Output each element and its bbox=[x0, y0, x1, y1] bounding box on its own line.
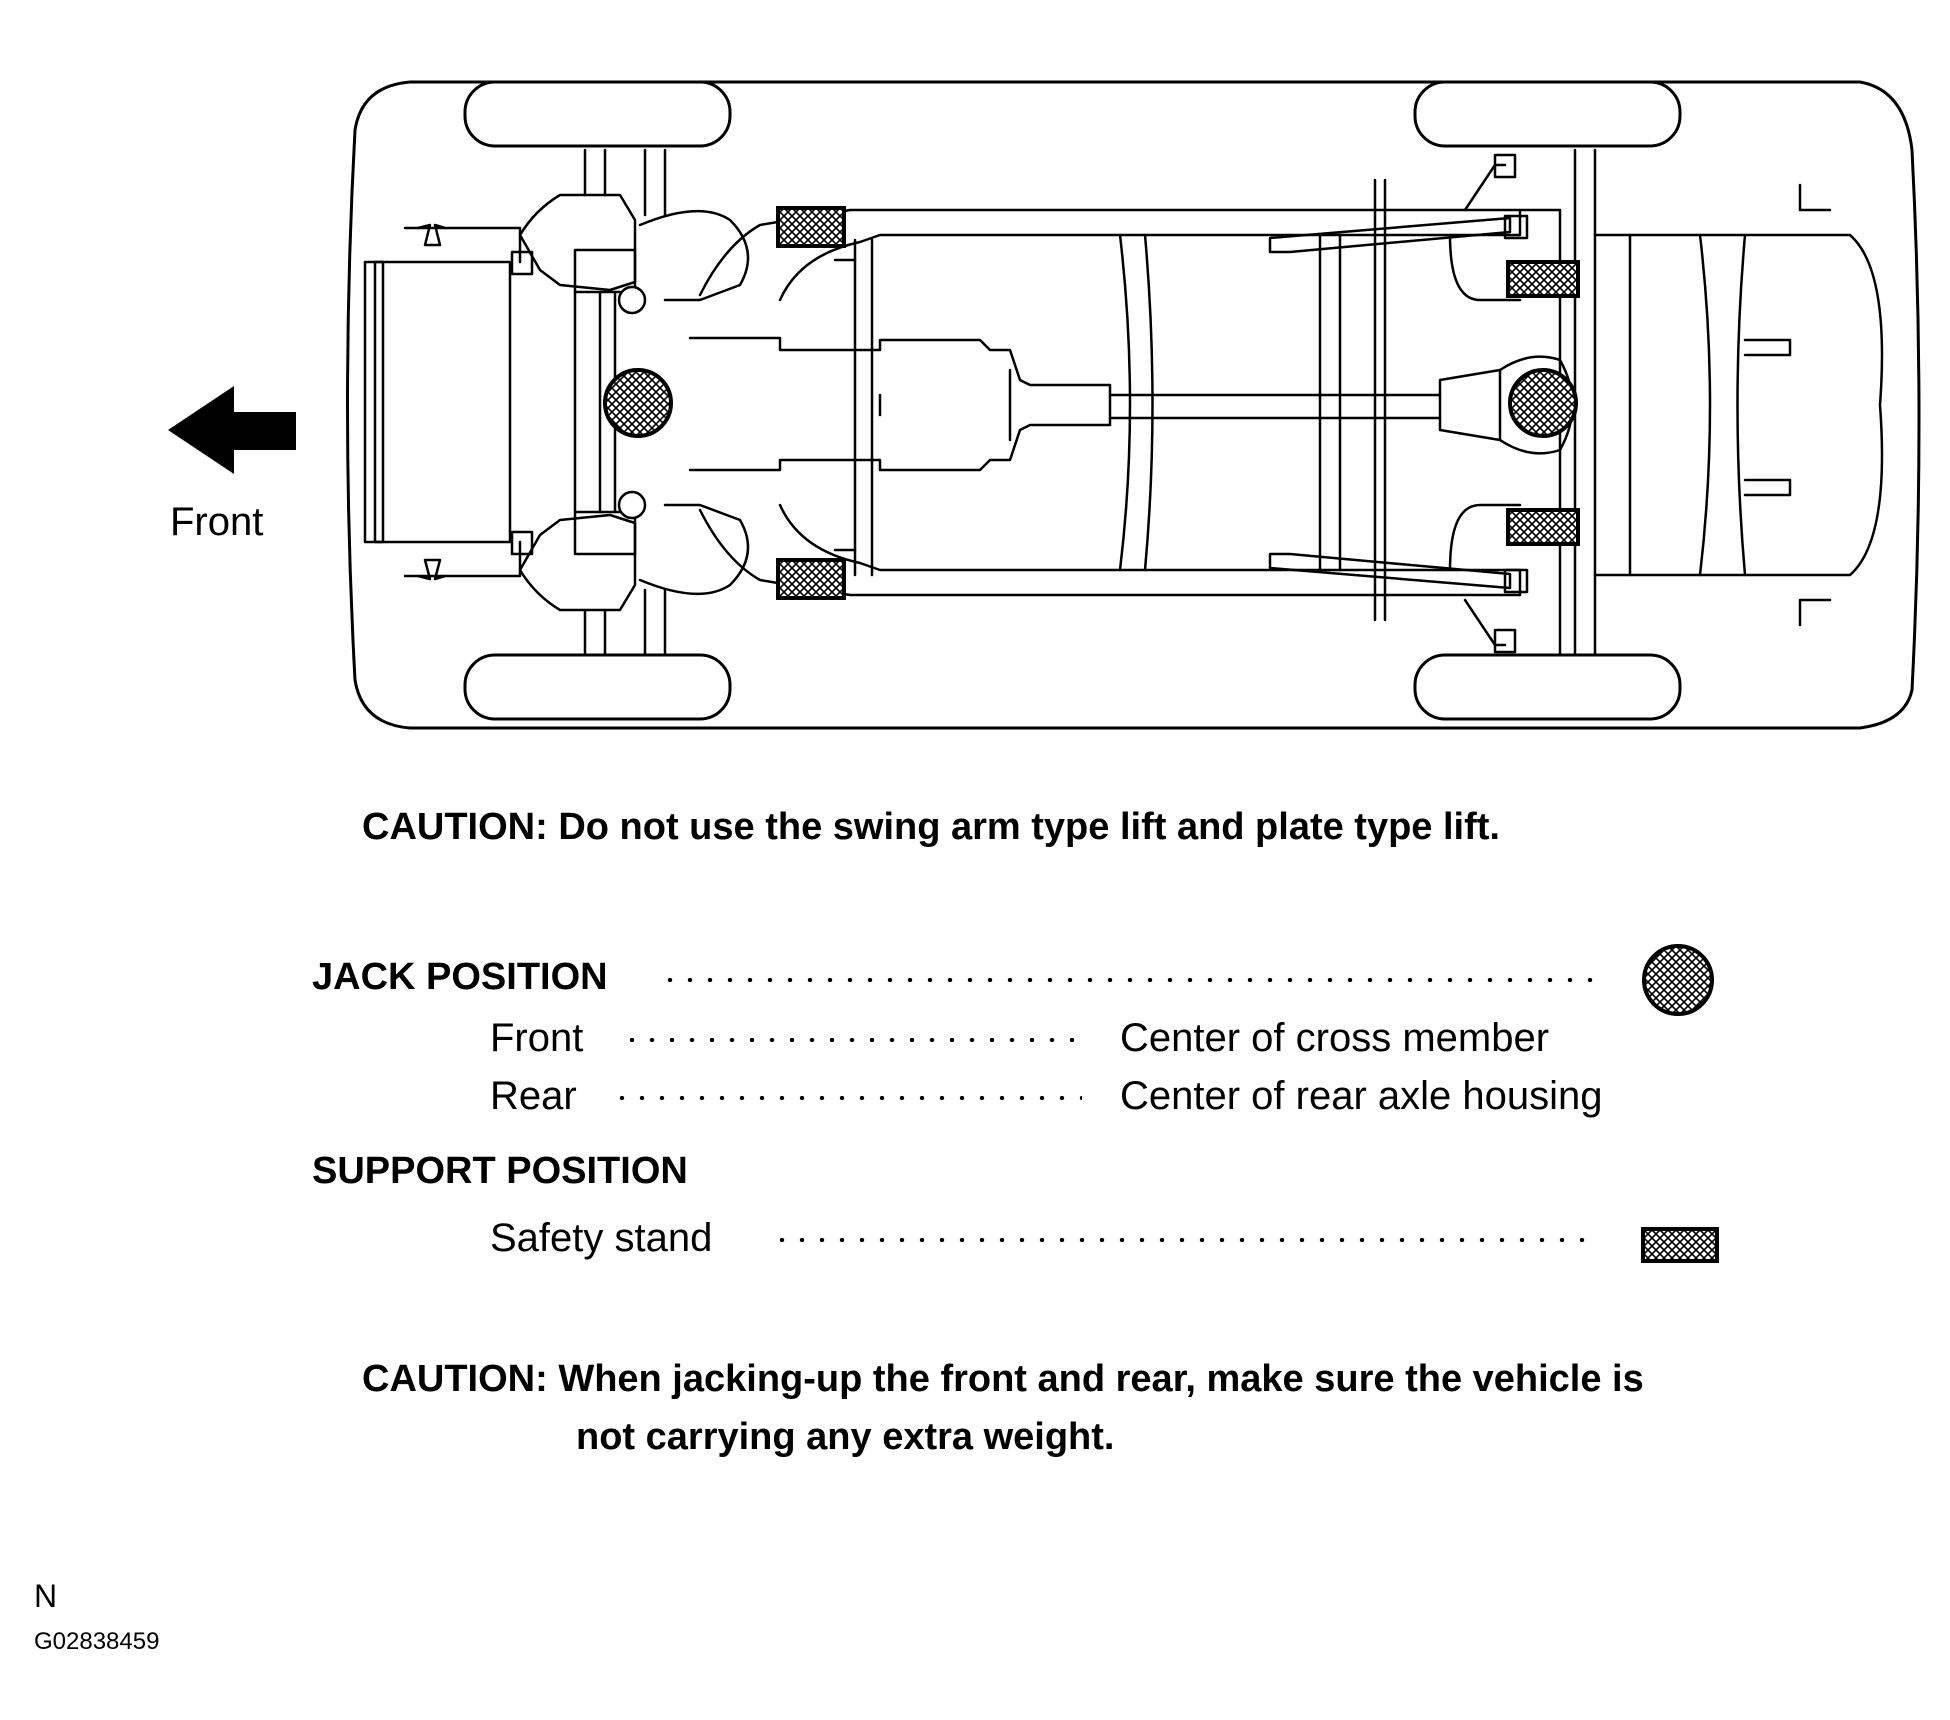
jack-rear-desc: Center of rear axle housing bbox=[1120, 1074, 1603, 1118]
support-point-rear-right bbox=[1506, 508, 1580, 546]
leader-dots bbox=[660, 978, 1600, 982]
support-point-rear-left bbox=[1506, 260, 1580, 298]
safety-stand-label: Safety stand bbox=[490, 1216, 713, 1260]
safety-stand-icon bbox=[1641, 1227, 1719, 1263]
jack-point-front bbox=[603, 368, 673, 438]
leader-dots bbox=[612, 1096, 1082, 1100]
caution-text-line-1: When jacking-up the front and rear, make… bbox=[558, 1358, 1644, 1400]
body-outline bbox=[346, 80, 1921, 730]
leader-dots bbox=[622, 1038, 1082, 1042]
caution-heading: CAUTION: bbox=[362, 1358, 548, 1400]
leader-dots bbox=[772, 1238, 1592, 1242]
jack-front-label: Front bbox=[490, 1016, 584, 1060]
caution-heading: CAUTION: bbox=[362, 806, 548, 848]
caution-extra-weight: CAUTION: When jacking-up the front and r… bbox=[362, 1358, 1644, 1401]
figure-code: G02838459 bbox=[34, 1628, 160, 1655]
vehicle-underbody-diagram bbox=[168, 80, 1921, 730]
support-point-front-right bbox=[776, 558, 846, 600]
caution-extra-weight-cont: not carrying any extra weight. bbox=[576, 1416, 1114, 1459]
wheel-rear-left bbox=[1413, 80, 1682, 148]
caution-swing-arm: CAUTION: Do not use the swing arm type l… bbox=[362, 806, 1500, 849]
caution-text-line-2: not carrying any extra weight. bbox=[576, 1416, 1115, 1458]
jack-front-desc: Center of cross member bbox=[1120, 1016, 1550, 1060]
wheel-front-left bbox=[463, 80, 732, 148]
jack-position-heading: JACK POSITION bbox=[312, 956, 608, 998]
support-point-front-left bbox=[776, 206, 846, 248]
front-arrow-icon bbox=[168, 386, 296, 474]
support-position-heading: SUPPORT POSITION bbox=[312, 1150, 688, 1192]
caution-text: Do not use the swing arm type lift and p… bbox=[558, 806, 1500, 848]
jack-point-rear bbox=[1508, 368, 1578, 438]
wheel-rear-right bbox=[1413, 653, 1682, 721]
jack-point-icon bbox=[1642, 944, 1714, 1016]
frame-rail-left bbox=[698, 208, 1522, 302]
wheel-front-right bbox=[463, 653, 732, 721]
jack-rear-label: Rear bbox=[490, 1074, 577, 1118]
front-direction-label: Front bbox=[170, 500, 264, 544]
reference-letter: N bbox=[34, 1578, 58, 1614]
